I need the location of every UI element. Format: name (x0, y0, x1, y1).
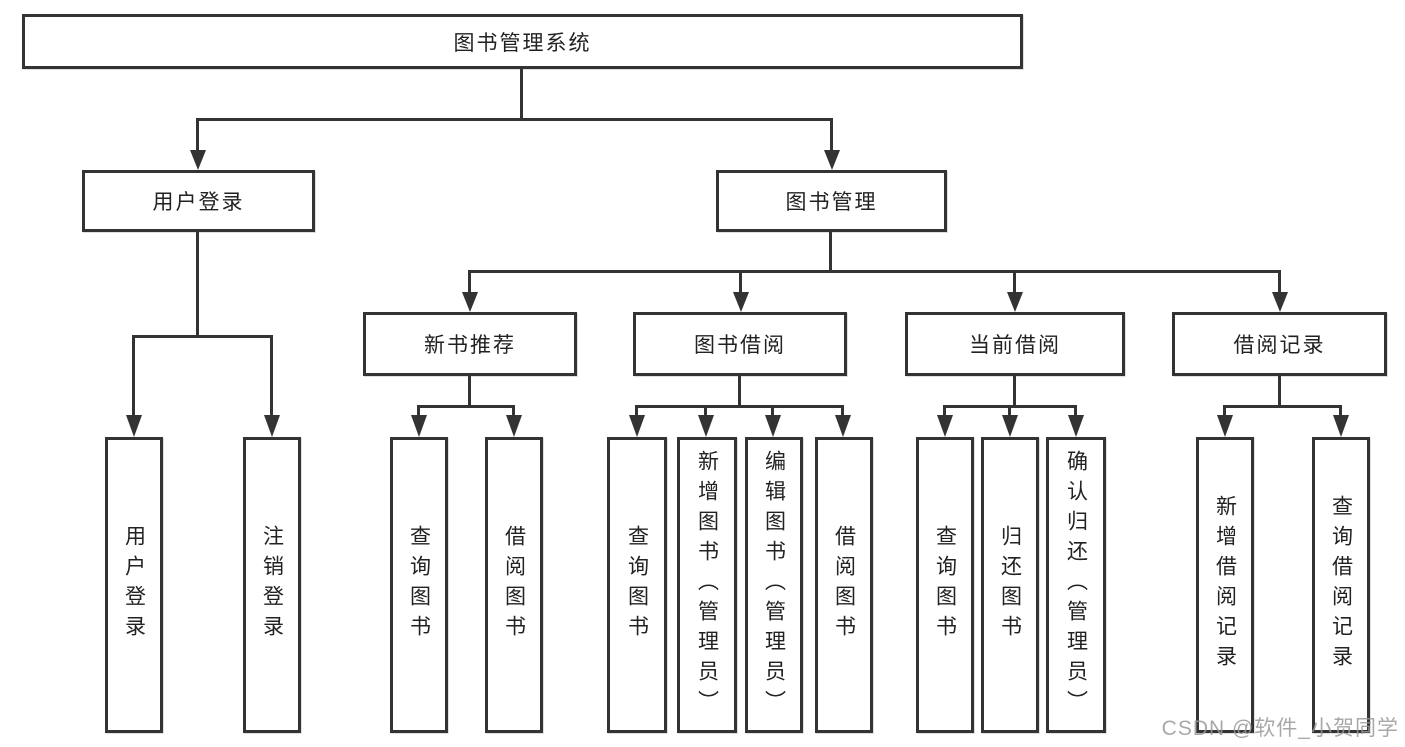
arrow-down-icon (190, 150, 206, 170)
leaf-borrow-edit-admin-label: 编辑图书（管理员） (762, 450, 786, 720)
edge-userlogin-hbar (134, 335, 272, 338)
edge-to-current-borrow (1013, 270, 1016, 294)
arrow-down-icon (264, 415, 280, 437)
arrow-down-icon (698, 415, 714, 437)
leaf-records-add: 新增借阅记录 (1196, 437, 1254, 733)
node-new-book-recommend-label: 新书推荐 (424, 334, 516, 357)
edge-userlogin-stem (196, 232, 199, 338)
edge-level2-hbar (470, 270, 1280, 273)
arrow-down-icon (937, 415, 953, 437)
node-book-borrow: 图书借阅 (633, 312, 847, 376)
arrow-down-icon (629, 415, 645, 437)
node-book-borrow-label: 图书借阅 (694, 334, 786, 357)
arrow-down-icon (733, 292, 749, 312)
arrow-down-icon (1002, 415, 1018, 437)
edge-records-hbar (1225, 405, 1341, 408)
leaf-current-query-label: 查询图书 (933, 525, 957, 645)
leaf-borrow-query-label: 查询图书 (625, 525, 649, 645)
node-root-label: 图书管理系统 (453, 31, 592, 55)
arrow-down-icon (1007, 292, 1023, 312)
edge-bookborrow-hbar (637, 405, 843, 408)
edge-newbook-stem (468, 376, 471, 408)
leaf-borrow-borrow-label: 借阅图书 (832, 525, 856, 645)
leaf-user-login-label: 用户登录 (122, 525, 146, 645)
leaf-current-return-label: 归还图书 (998, 525, 1022, 645)
arrow-down-icon (126, 415, 142, 437)
arrow-down-icon (411, 415, 427, 437)
arrow-down-icon (835, 415, 851, 437)
arrow-down-icon (1272, 292, 1288, 312)
edge-currentborrow-stem (1013, 376, 1016, 408)
arrow-down-icon (765, 415, 781, 437)
node-book-management: 图书管理 (716, 170, 947, 232)
edge-leaf (841, 405, 844, 418)
edge-leaf (635, 405, 638, 418)
leaf-newbook-query-label: 查询图书 (407, 525, 431, 645)
edge-to-new-book (468, 270, 471, 294)
arrow-down-icon (462, 292, 478, 312)
edge-to-leaf-logout (270, 335, 273, 418)
edge-records-stem (1278, 376, 1281, 408)
leaf-newbook-borrow-label: 借阅图书 (502, 525, 526, 645)
leaf-borrow-borrow: 借阅图书 (815, 437, 873, 733)
leaf-records-add-label: 新增借阅记录 (1213, 495, 1237, 675)
edge-leaf (1339, 405, 1342, 418)
edge-leaf (771, 405, 774, 418)
node-book-management-label: 图书管理 (785, 191, 878, 214)
node-user-login: 用户登录 (82, 170, 315, 232)
edge-to-book-management (830, 118, 833, 152)
edge-newbook-hbar (419, 405, 514, 408)
node-borrow-records-label: 借阅记录 (1233, 334, 1326, 357)
edge-to-book-borrow (739, 270, 742, 294)
leaf-newbook-query: 查询图书 (390, 437, 448, 733)
leaf-borrow-add-admin: 新增图书（管理员） (677, 437, 737, 733)
leaf-records-query: 查询借阅记录 (1312, 437, 1370, 733)
edge-leaf (943, 405, 946, 418)
node-current-borrow: 当前借阅 (905, 312, 1125, 376)
arrow-down-icon (1333, 415, 1349, 437)
node-borrow-records: 借阅记录 (1172, 312, 1387, 376)
csdn-watermark: CSDN @软件_小贺同学 (1161, 717, 1399, 740)
arrow-down-icon (824, 150, 840, 170)
arrow-down-icon (506, 415, 522, 437)
edge-leaf (512, 405, 515, 418)
leaf-records-query-label: 查询借阅记录 (1329, 495, 1353, 675)
node-user-login-label: 用户登录 (152, 191, 245, 214)
leaf-user-login: 用户登录 (105, 437, 163, 733)
edge-level1-hbar (198, 118, 832, 121)
node-new-book-recommend: 新书推荐 (363, 312, 577, 376)
leaf-borrow-edit-admin: 编辑图书（管理员） (745, 437, 803, 733)
edge-to-leaf-login (132, 335, 135, 418)
leaf-current-confirm-admin-label: 确认归还（管理员） (1064, 450, 1088, 720)
edge-bookborrow-stem (738, 376, 741, 408)
leaf-newbook-borrow: 借阅图书 (485, 437, 543, 733)
edge-leaf (704, 405, 707, 418)
node-root: 图书管理系统 (22, 14, 1023, 69)
edge-leaf (1074, 405, 1077, 418)
arrow-down-icon (1068, 415, 1084, 437)
edge-leaf (1223, 405, 1226, 418)
edge-root-stem (520, 69, 523, 121)
leaf-current-confirm-admin: 确认归还（管理员） (1046, 437, 1106, 733)
leaf-borrow-add-admin-label: 新增图书（管理员） (695, 450, 719, 720)
leaf-current-return: 归还图书 (981, 437, 1039, 733)
leaf-borrow-query: 查询图书 (607, 437, 667, 733)
edge-bookmgmt-stem (829, 232, 832, 273)
edge-leaf (417, 405, 420, 418)
leaf-logout: 注销登录 (243, 437, 301, 733)
leaf-logout-label: 注销登录 (260, 525, 284, 645)
edge-to-user-login (196, 118, 199, 152)
node-current-borrow-label: 当前借阅 (969, 334, 1061, 357)
arrow-down-icon (1217, 415, 1233, 437)
edge-leaf (1008, 405, 1011, 418)
leaf-current-query: 查询图书 (916, 437, 974, 733)
edge-to-borrow-records (1278, 270, 1281, 294)
